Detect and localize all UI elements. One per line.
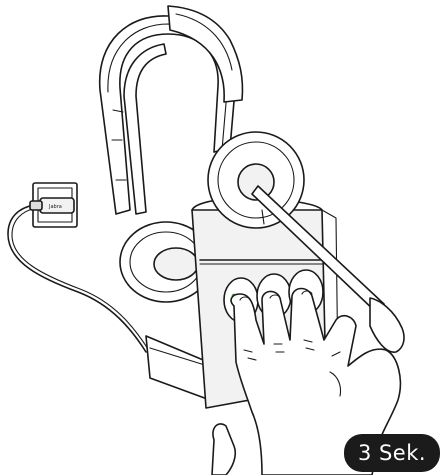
wall-socket-icon: Jabra <box>30 183 77 227</box>
right-earcup <box>208 132 304 228</box>
timer-badge: 3 Sek. <box>344 434 440 472</box>
plug-brand-label: Jabra <box>48 204 62 210</box>
